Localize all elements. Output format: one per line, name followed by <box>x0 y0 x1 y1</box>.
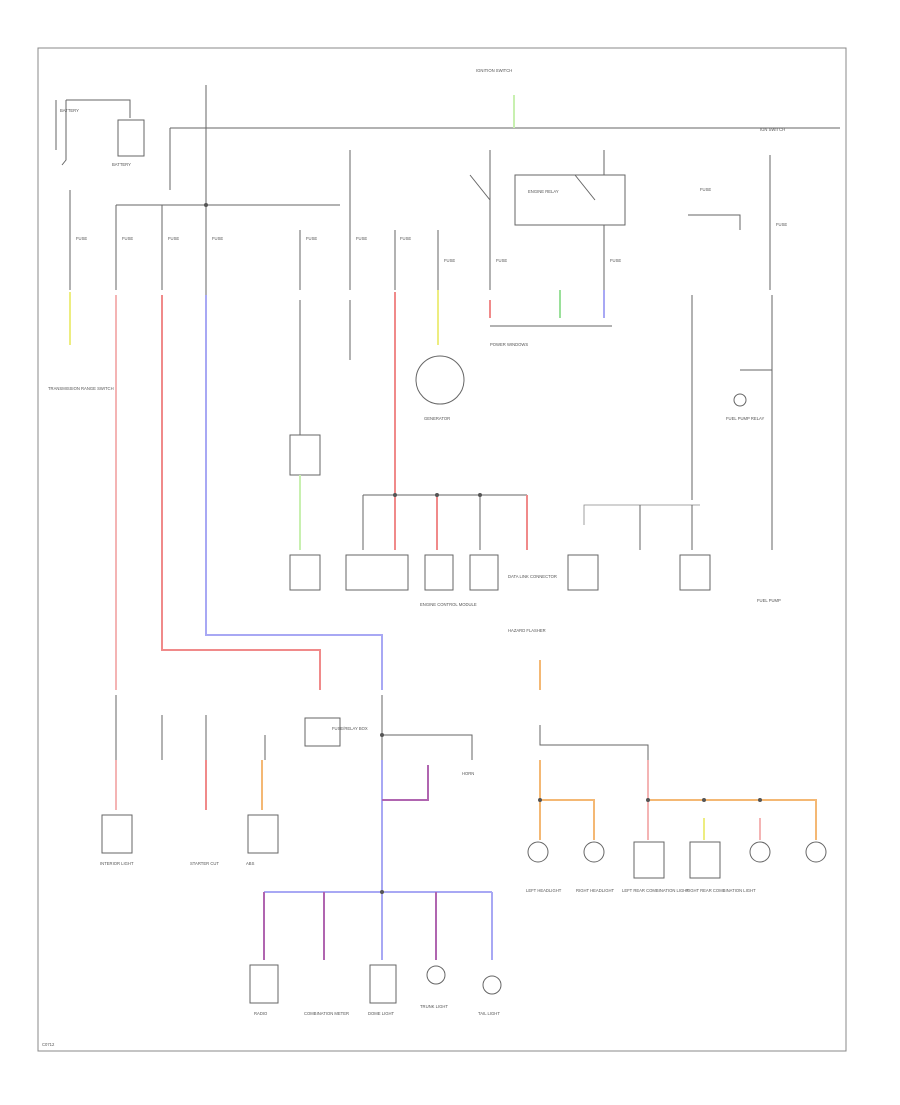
right-rear-combination-light-label: RIGHT REAR COMBINATION LIGHT <box>686 888 756 893</box>
svg-text:FUSE: FUSE <box>168 236 179 241</box>
generator-label: GENERATOR <box>424 416 450 421</box>
horn-label: HORN <box>462 771 474 776</box>
engine-relay-box <box>514 174 626 226</box>
svg-text:TRUNK LIGHT: TRUNK LIGHT <box>420 1004 448 1009</box>
svg-text:FUSE: FUSE <box>444 258 455 263</box>
radio-label: RADIO <box>254 1011 268 1016</box>
svg-text:TAIL LIGHT: TAIL LIGHT <box>478 1011 500 1016</box>
combination-meter-label: COMBINATION METER <box>304 1011 349 1016</box>
fuse-relay-box-symbol <box>304 717 341 747</box>
middle-components: DATA LINK CONNECTOR ENGINE CONTROL MODUL… <box>289 554 557 607</box>
svg-text:DATA LINK CONNECTOR: DATA LINK CONNECTOR <box>508 574 557 579</box>
svg-text:FUSE: FUSE <box>776 222 787 227</box>
svg-text:IGN SWITCH: IGN SWITCH <box>760 127 785 132</box>
blue-wire-trunk <box>205 295 383 690</box>
svg-text:ABS: ABS <box>246 861 255 866</box>
fuse-relay-box-label: FUSE/RELAY BOX <box>332 726 368 731</box>
frame-code: C0712 <box>42 1042 55 1047</box>
svg-text:FUSE: FUSE <box>212 236 223 241</box>
battery-label: BATTERY <box>112 162 131 167</box>
svg-text:DOME LIGHT: DOME LIGHT <box>368 1011 394 1016</box>
red-wire-trunk <box>161 295 321 690</box>
svg-text:ENGINE CONTROL MODULE: ENGINE CONTROL MODULE <box>420 602 477 607</box>
right-headlight-label: RIGHT HEADLIGHT <box>576 888 615 893</box>
svg-text:BATTERY: BATTERY <box>60 108 79 113</box>
svg-text:FUSE: FUSE <box>610 258 621 263</box>
generator-symbol <box>415 355 465 405</box>
svg-text:FUEL PUMP: FUEL PUMP <box>757 598 781 603</box>
junction-dots <box>204 203 762 894</box>
power-windows-label: POWER WINDOWS <box>490 342 528 347</box>
svg-text:FUSE: FUSE <box>76 236 87 241</box>
svg-text:FUSE: FUSE <box>700 187 711 192</box>
svg-text:FUEL PUMP RELAY: FUEL PUMP RELAY <box>726 416 765 421</box>
svg-text:FUSE: FUSE <box>122 236 133 241</box>
svg-text:FUSE: FUSE <box>400 236 411 241</box>
diagram-frame <box>37 47 847 1052</box>
ignition-switch-label: IGNITION SWITCH <box>476 68 512 73</box>
hazard-flasher-label: HAZARD FLASHER <box>508 628 546 633</box>
svg-text:FUSE: FUSE <box>356 236 367 241</box>
orange-light-bus <box>648 799 817 840</box>
svg-text:FUSE: FUSE <box>496 258 507 263</box>
light-components: LEFT HEADLIGHT RIGHT HEADLIGHT LEFT REAR… <box>526 841 827 893</box>
battery-symbol <box>117 119 145 157</box>
fuse-row-top: FUSE FUSE FUSE FUSE FUSE FUSE FUSE FUSE FUSE F… <box>76 187 787 263</box>
bottom-components: RADIO COMBINATION METER DOME LIGHT TRUNK… <box>249 964 502 1016</box>
left-rear-combination-light-label: LEFT REAR COMBINATION LIGHT <box>622 888 689 893</box>
engine-relay-label: ENGINE RELAY <box>528 189 559 194</box>
left-headlight-label: LEFT HEADLIGHT <box>526 888 562 893</box>
svg-text:STARTER CUT: STARTER CUT <box>190 861 219 866</box>
svg-text:TRANSMISSION RANGE SWITCH: TRANSMISSION RANGE SWITCH <box>48 386 114 391</box>
svg-text:FUSE: FUSE <box>306 236 317 241</box>
svg-text:INTERIOR LIGHT: INTERIOR LIGHT <box>100 861 134 866</box>
engine-relay: ENGINE RELAY <box>469 174 626 226</box>
battery-area: BATTERY BATTERY <box>55 99 145 167</box>
